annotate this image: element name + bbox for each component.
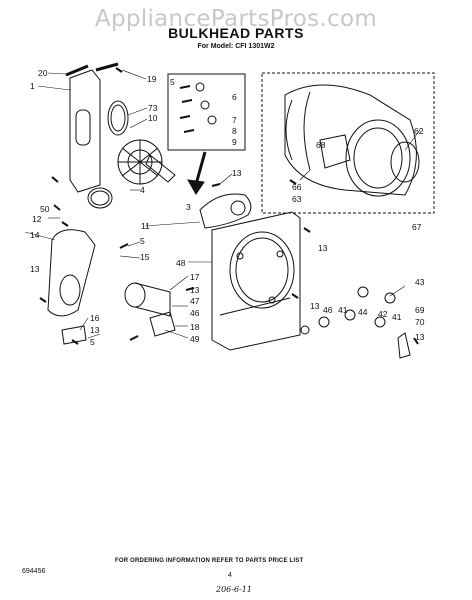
callout-labels: 20 1 19 73 10 5 6 7 8 9 68 62 66 63 67 1… [30,68,425,347]
callout: 13 [232,168,242,178]
callout: 13 [190,285,200,295]
lint-duct [47,229,96,317]
callout: 67 [412,222,422,232]
blower-wheel [117,139,176,185]
seal-ring [107,100,129,136]
callout: 6 [232,92,237,102]
callout: 68 [316,140,326,150]
model-line: For Model: CFI 1301W2 [197,43,275,50]
callout: 62 [414,126,424,136]
callout: 13 [318,243,328,253]
callout: 50 [40,204,50,214]
callout: 5 [170,77,175,87]
callout: 15 [140,252,150,262]
callout: 41 [392,312,402,322]
callout: 13 [90,325,100,335]
callout: 8 [232,126,237,136]
handwritten-note: 206-6-11 [216,585,252,594]
callout: 18 [190,322,200,332]
drum-dashed-box [261,72,435,214]
blower-housing [199,193,252,229]
callout: 14 [30,230,40,240]
page-title: BULKHEAD PARTS [168,25,304,41]
callout: 4 [140,185,145,195]
rear-bulkhead [211,211,301,351]
callout: 1 [30,81,35,91]
callout: 73 [148,103,158,113]
screws [39,67,419,345]
callout: 9 [232,137,237,147]
document-number: 694456 [22,568,46,575]
callout: 48 [176,258,186,268]
callout: 11 [141,221,150,231]
callout: 17 [190,272,200,282]
callout: 13 [30,264,40,274]
callout: 13 [310,301,320,311]
callout: 5 [140,236,145,246]
callout: 63 [292,194,302,204]
callout: 19 [147,74,157,84]
callout: 66 [292,182,302,192]
callout: 16 [90,313,100,323]
roller-parts [300,286,411,359]
callout: 3 [186,202,191,212]
callout: 12 [32,214,42,224]
callout: 10 [148,113,158,123]
callout: 44 [358,307,368,317]
callout: 13 [415,332,425,342]
callout: 41 [338,305,348,315]
callout: 7 [232,115,237,125]
callout: 69 [415,305,425,315]
callout: 20 [38,68,48,78]
leader-lines [24,69,421,339]
callout: 47 [190,296,200,306]
page-number: 4 [228,572,232,579]
callout: 49 [190,334,200,344]
drum-assembly [284,84,420,197]
callout: 46 [323,305,333,315]
callout: 5 [90,337,95,347]
callout: 42 [378,309,388,319]
ordering-info-note: FOR ORDERING INFORMATION REFER TO PARTS … [115,558,304,564]
callout: 43 [415,277,425,287]
front-bulkhead [65,62,119,193]
watermark: AppliancePartsPros.com [94,6,378,32]
callout: 70 [415,317,425,327]
screw-inset-box [167,73,246,151]
callout: 46 [190,308,200,318]
